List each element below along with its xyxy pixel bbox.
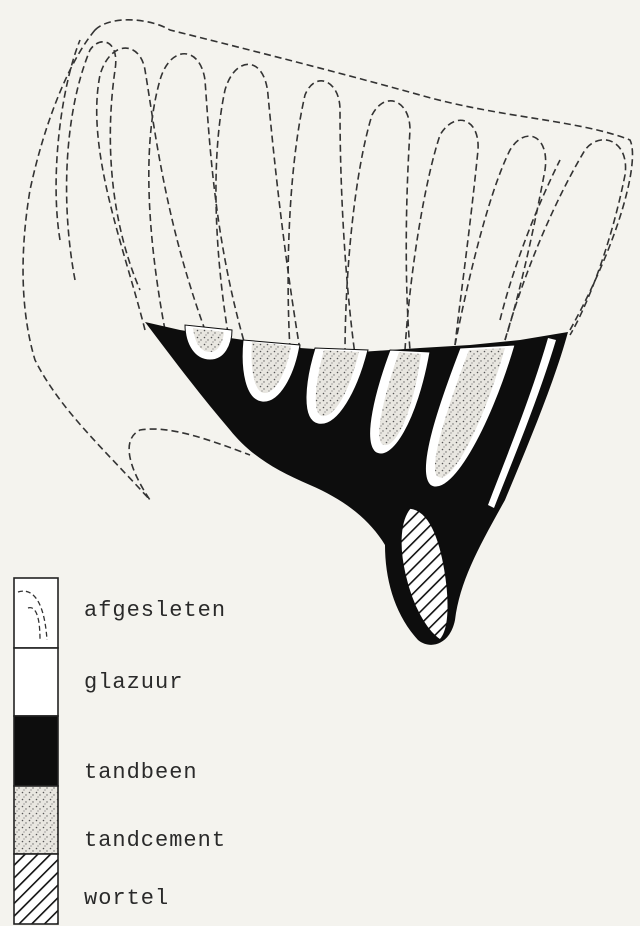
legend-swatches [14,578,58,924]
legend-label-root: wortel [84,886,169,911]
legend-label-cement: tandcement [84,828,226,853]
legend-label-worn: afgesleten [84,598,226,623]
legend-label-dentine: tandbeen [84,760,198,785]
legend-label-enamel: glazuur [84,670,183,695]
